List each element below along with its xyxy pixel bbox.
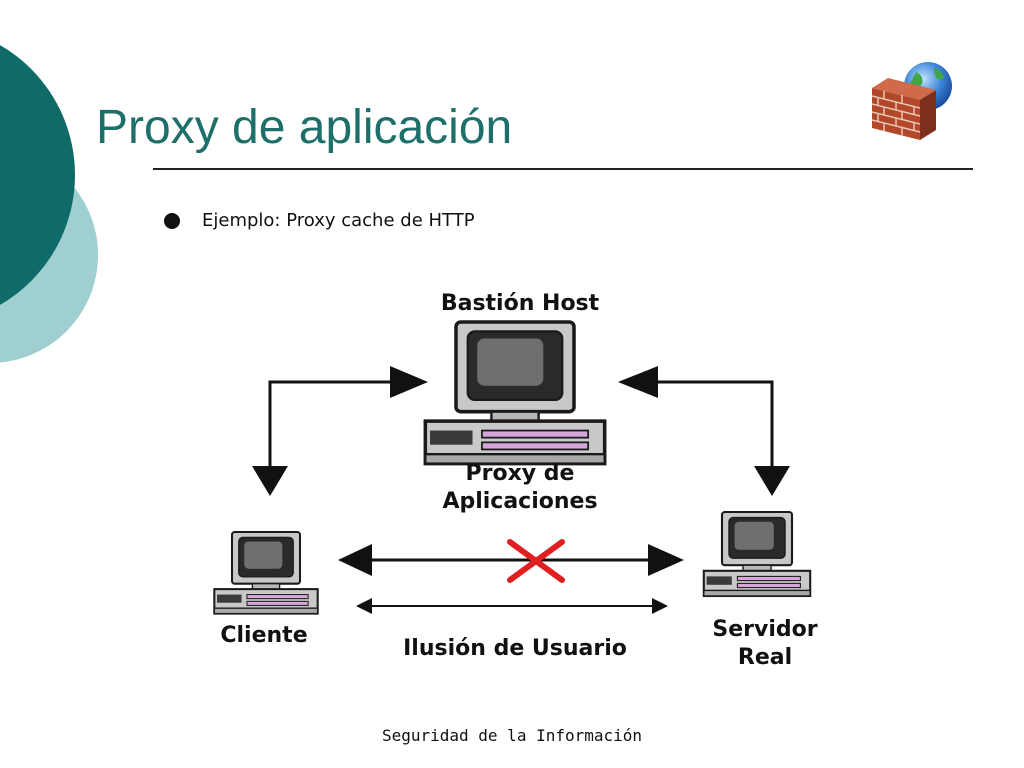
slide-title: Proxy de aplicación — [96, 101, 513, 154]
title-divider — [153, 168, 973, 170]
arrow-client-to-bastion — [252, 366, 428, 496]
server-computer-icon — [702, 510, 812, 598]
client-computer-icon — [213, 530, 319, 615]
bastion-host-label: Bastión Host — [440, 291, 600, 316]
user-illusion-label: Ilusión de Usuario — [403, 636, 627, 661]
firewall-icon — [871, 62, 952, 140]
bullet-item: Ejemplo: Proxy cache de HTTP — [164, 210, 475, 231]
decorative-circles — [0, 45, 98, 363]
arrow-direct-blocked — [338, 544, 684, 576]
arrow-user-illusion — [356, 598, 668, 614]
proxy-label-line2: Aplicaciones — [442, 489, 598, 514]
proxy-applications-label: Proxy de Aplicaciones — [410, 460, 630, 516]
client-label: Cliente — [220, 623, 308, 648]
blocked-red-x-icon — [507, 539, 565, 583]
server-label-line2: Real — [737, 645, 793, 670]
slide-footer: Seguridad de la Información — [381, 726, 643, 745]
server-label: Servidor Real — [690, 616, 840, 672]
bullet-dot-icon — [164, 212, 180, 229]
bastion-host-computer-icon — [423, 320, 607, 466]
arrow-bastion-to-server — [618, 366, 790, 496]
bullet-text: Ejemplo: Proxy cache de HTTP — [202, 210, 475, 231]
server-label-line1: Servidor — [712, 617, 818, 642]
proxy-label-line1: Proxy de — [465, 461, 575, 486]
